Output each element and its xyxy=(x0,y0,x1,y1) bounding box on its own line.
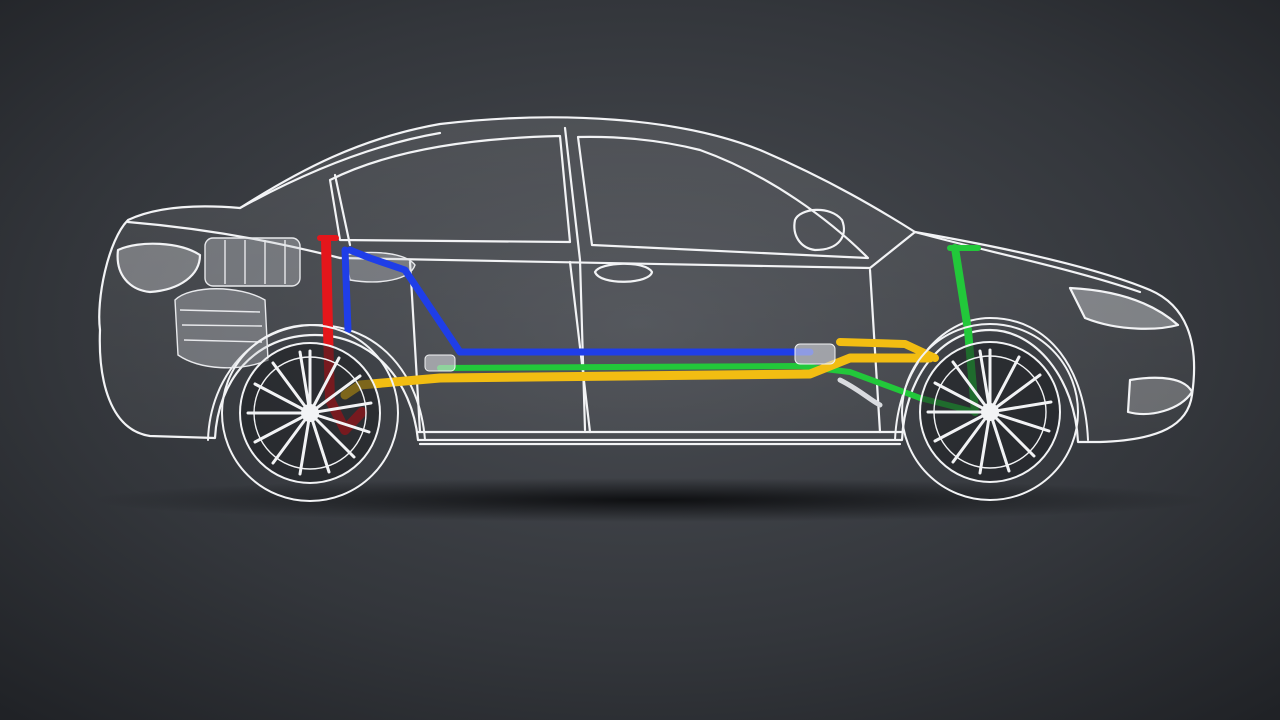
ground-shadow xyxy=(90,478,1210,522)
engine-block xyxy=(174,237,416,369)
brake-line-blue xyxy=(346,246,814,356)
front-wheel-icon xyxy=(901,323,1079,501)
rear-wheel-icon xyxy=(221,324,399,502)
